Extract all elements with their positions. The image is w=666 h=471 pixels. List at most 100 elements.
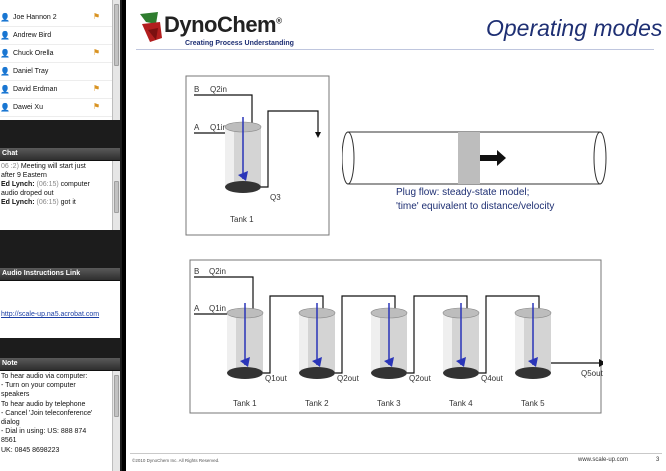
connecting-pipe	[335, 295, 396, 374]
q3-label: Q3	[270, 193, 281, 202]
note-scrollbar[interactable]	[112, 371, 120, 471]
logo-tagline: Creating Process Understanding	[185, 40, 294, 47]
chat-scroll-thumb[interactable]	[114, 181, 119, 213]
attendee-row[interactable]: 👤Andrew Bird	[0, 27, 112, 45]
footer-divider	[130, 453, 662, 454]
note-scroll-thumb[interactable]	[114, 375, 119, 417]
attendee-row[interactable]: 👤David Erdman⚑	[0, 81, 112, 99]
series-q1in-label: Q1in	[209, 304, 226, 313]
meeting-sidebar: 👤Joe Hannon 2⚑👤Andrew Bird👤Chuck Orella⚑…	[0, 0, 122, 471]
attendee-row[interactable]: 👤Dawei Xu ⚑	[0, 99, 112, 117]
chat-text: got it	[58, 199, 76, 206]
series-tank-2	[298, 303, 336, 379]
fluid-plug	[458, 132, 480, 184]
tank-vessel	[224, 117, 262, 193]
page-number: 3	[656, 457, 660, 463]
tank-1-label: Tank 1	[230, 215, 254, 224]
chat-text: computer	[58, 181, 90, 188]
note-line: To hear audio via computer:	[1, 373, 88, 380]
attendee-list: 👤Joe Hannon 2⚑👤Andrew Bird👤Chuck Orella⚑…	[0, 9, 112, 117]
connecting-pipe	[479, 295, 540, 374]
chat-who: Ed Lynch:	[1, 199, 35, 206]
chat-message: 06 :2) Meeting will start just	[0, 162, 112, 171]
flow-label: Q2out	[409, 374, 432, 383]
note-line: - Dial in using: US: 888 874	[1, 428, 87, 436]
attendee-name: Chuck Orella	[13, 50, 54, 57]
dynochem-logo: DynoChem® Creating Process Understanding	[136, 8, 306, 52]
chat-message: Ed Lynch: (06:15) got it	[0, 198, 112, 207]
slide-title: Operating modes	[486, 15, 663, 41]
feed-a-label: A	[194, 123, 200, 132]
chat-message: after 9 Eastern	[0, 171, 112, 180]
series-tank-label: Tank 2	[305, 399, 329, 408]
stirrer-blade	[456, 357, 466, 367]
chat-time: (06:15)	[34, 199, 59, 206]
person-icon: 👤	[0, 67, 10, 76]
chat-message: audio droped out	[0, 189, 112, 198]
attendee-name: Joe Hannon 2	[13, 14, 57, 21]
single-tank-diagram: B Q2in A Q1in Q3 Tank 1	[185, 75, 330, 236]
person-icon: 👤	[0, 13, 10, 22]
plug-flow-tube	[342, 131, 607, 185]
connecting-pipe	[407, 295, 468, 374]
attendee-name: Daniel Tray	[13, 68, 49, 75]
series-tank-1	[226, 303, 264, 379]
connecting-pipe	[263, 295, 324, 374]
person-icon: 👤	[0, 31, 10, 40]
series-tank-label: Tank 1	[233, 399, 257, 408]
header-divider	[136, 49, 654, 50]
note-line: - Turn on your computer	[1, 382, 76, 390]
note-line: dialog	[1, 419, 20, 427]
note-line: speakers	[1, 391, 30, 399]
chat-scrollbar[interactable]	[112, 161, 120, 230]
attendees-scroll-thumb[interactable]	[114, 4, 119, 66]
chat-who: Ed Lynch:	[1, 181, 35, 188]
series-tank-4	[442, 303, 480, 379]
chat-message: Ed Lynch: (06:15) computer	[0, 180, 112, 189]
flow-arrow	[480, 150, 506, 166]
attendee-name: Andrew Bird	[13, 32, 52, 39]
chat-text: audio droped out	[1, 190, 54, 197]
attendee-name: David Erdman	[13, 86, 58, 93]
status-alert-icon: ⚑	[92, 84, 100, 93]
attendees-pod: 👤Joe Hannon 2⚑👤Andrew Bird👤Chuck Orella⚑…	[0, 0, 120, 120]
chat-title: Chat	[0, 148, 120, 161]
status-alert-icon: ⚑	[92, 12, 100, 21]
stirrer-blade	[528, 357, 538, 367]
series-q2in-label: Q2in	[209, 267, 226, 276]
series-tank-label: Tank 3	[377, 399, 401, 408]
note-line: - Cancel 'Join teleconference'	[1, 409, 93, 417]
person-icon: 👤	[0, 103, 10, 112]
person-icon: 👤	[0, 49, 10, 58]
attendee-row[interactable]: 👤Joe Hannon 2 ⚑	[0, 9, 112, 27]
series-feed-a-label: A	[194, 304, 200, 313]
website: www.scale-up.com	[578, 457, 629, 463]
audio-title: Audio Instructions Link	[0, 268, 120, 281]
status-alert-icon: ⚑	[92, 102, 100, 111]
flow-label: Q2out	[337, 374, 360, 383]
attendee-row[interactable]: 👤Daniel Tray	[0, 63, 112, 81]
attendees-scrollbar[interactable]	[112, 0, 120, 120]
note-title: Note	[0, 358, 120, 371]
note-pod: Note To hear audio via computer: - Turn o…	[0, 358, 120, 471]
audio-instructions-link[interactable]: http://scale-up.na5.acrobat.com	[1, 311, 100, 318]
presentation-slide: DynoChem® Creating Process Understanding…	[126, 0, 666, 471]
attendee-row[interactable]: 👤Chuck Orella⚑	[0, 45, 112, 63]
flow-label: Q1out	[265, 374, 288, 383]
note-text: To hear audio via computer: - Turn on you…	[0, 372, 112, 455]
stirrer-blade	[312, 357, 322, 367]
note-line: 8561	[1, 437, 17, 445]
copyright: ©2010 DynoChem Inc. All Rights Reserved.	[132, 458, 220, 463]
attendee-name: Dawei Xu	[13, 104, 43, 111]
logo-name: DynoChem®	[164, 12, 282, 37]
q1in-label: Q1in	[210, 123, 227, 132]
series-tank-3	[370, 303, 408, 379]
note-line: UK: 0845 8698223	[1, 446, 60, 454]
chat-text: Meeting will start just	[18, 163, 86, 170]
series-tank-label: Tank 5	[521, 399, 545, 408]
plug-caption-line-1: Plug flow: steady-state model;	[396, 187, 530, 198]
chat-time: 06 :2)	[1, 163, 19, 170]
